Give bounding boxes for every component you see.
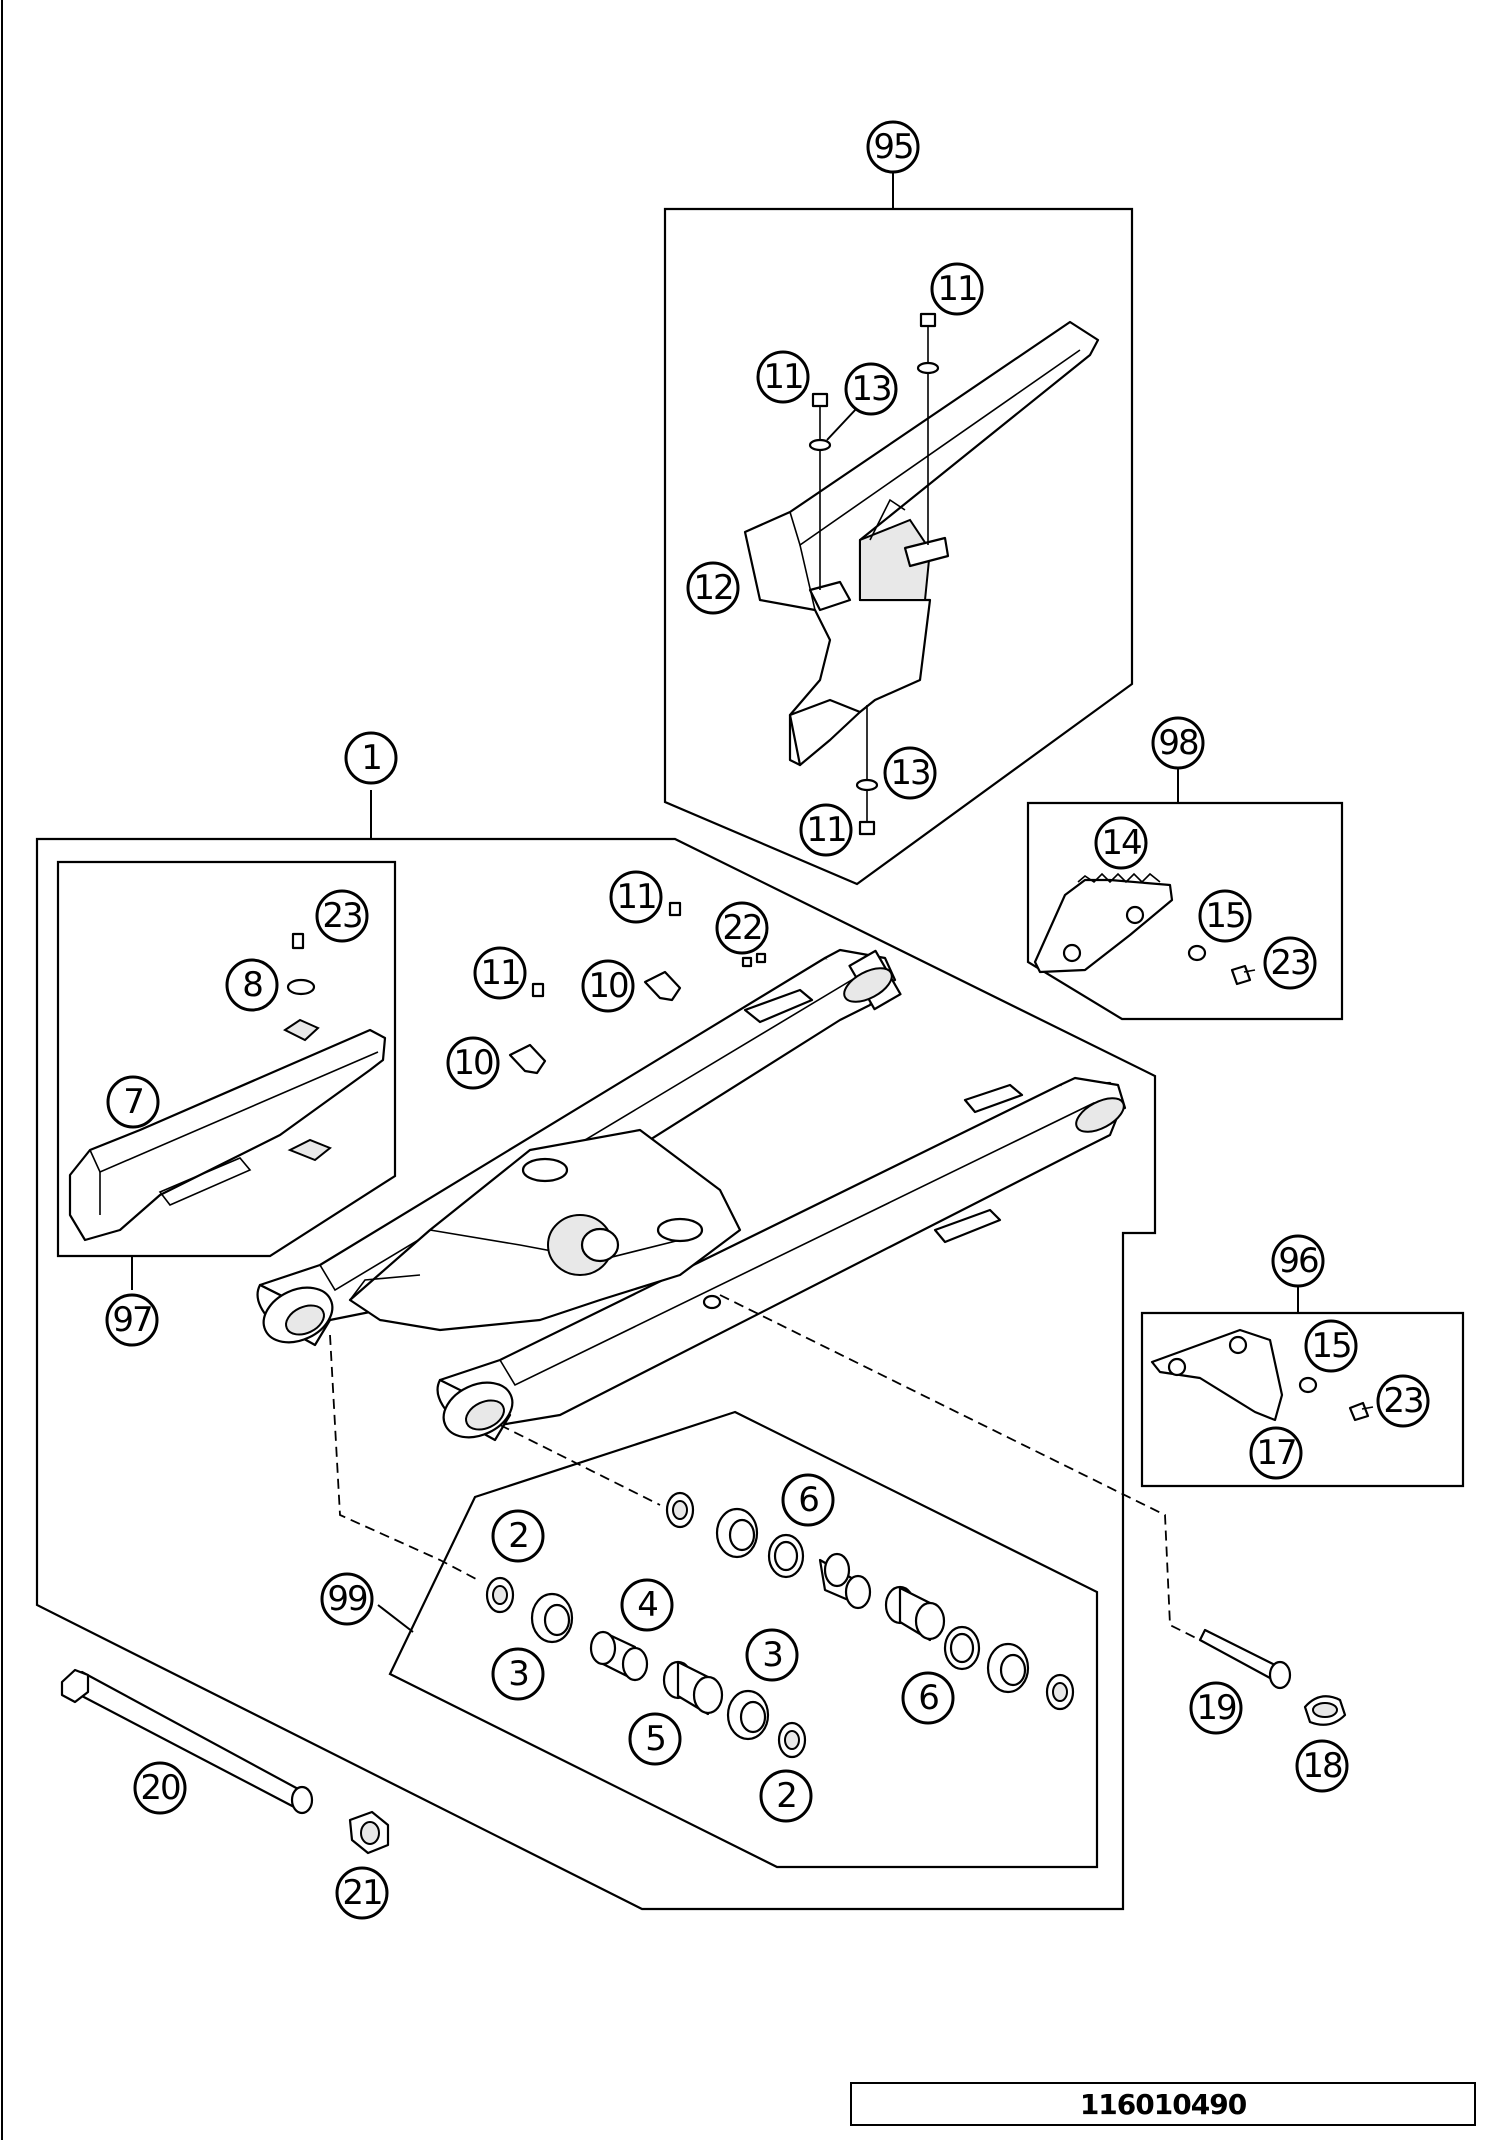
svg-text:23: 23 (1383, 1381, 1422, 1421)
callout-12: 12 (686, 561, 740, 615)
callout-6-a: 6 (781, 1473, 835, 1527)
svg-text:97: 97 (112, 1300, 151, 1340)
svg-text:98: 98 (1158, 723, 1198, 763)
svg-text:11: 11 (806, 810, 845, 850)
swingarm-hardware (508, 901, 767, 1075)
svg-text:11: 11 (480, 953, 519, 993)
callout-13-b: 13 (883, 746, 937, 800)
callout-5: 5 (628, 1712, 682, 1766)
group-99-bearing-kit (329, 1294, 1201, 1869)
callout-7: 7 (106, 1075, 160, 1129)
svg-text:96: 96 (1278, 1241, 1318, 1281)
callout-14: 14 (1094, 816, 1148, 870)
callout-6-b: 6 (901, 1671, 955, 1725)
rear-bolt-and-cap (1198, 1628, 1347, 1726)
callout-11-a: 11 (930, 262, 984, 316)
document-number: 116010490 (1079, 2087, 1247, 2121)
svg-text:13: 13 (890, 753, 929, 793)
group-96-guard-plate (1140, 1280, 1465, 1488)
document-number-box: 116010490 (850, 2082, 1476, 2126)
callout-98: 98 (1151, 716, 1205, 770)
svg-text:23: 23 (1270, 943, 1309, 983)
group-1-swingarm-frame (35, 790, 1157, 1911)
svg-text:11: 11 (937, 269, 976, 309)
callout-23-a: 23 (1263, 936, 1317, 990)
swingarm-body (256, 948, 1127, 1442)
svg-text:21: 21 (342, 1873, 381, 1913)
callout-96: 96 (1271, 1234, 1325, 1288)
svg-text:5: 5 (645, 1719, 665, 1759)
pivot-axle (60, 1668, 390, 1855)
svg-text:10: 10 (453, 1043, 493, 1083)
svg-text:18: 18 (1302, 1746, 1342, 1786)
callout-17: 17 (1249, 1426, 1303, 1480)
callout-18: 18 (1295, 1739, 1349, 1793)
svg-text:20: 20 (140, 1768, 180, 1808)
svg-text:6: 6 (798, 1480, 818, 1520)
callouts: 95 11 11 13 12 13 11 1 98 14 15 23 23 8 … (105, 120, 1430, 1920)
callout-19: 19 (1189, 1681, 1243, 1735)
svg-text:2: 2 (508, 1516, 528, 1556)
callout-13-a: 13 (844, 362, 898, 416)
callout-3-a: 3 (491, 1647, 545, 1701)
callout-95: 95 (866, 120, 920, 174)
callout-15-b: 15 (1304, 1319, 1358, 1373)
svg-text:11: 11 (763, 357, 802, 397)
svg-text:95: 95 (873, 127, 912, 167)
callout-21: 21 (335, 1866, 389, 1920)
callout-99: 99 (320, 1572, 374, 1626)
callout-4: 4 (620, 1578, 674, 1632)
callout-22: 22 (715, 901, 769, 955)
svg-text:12: 12 (693, 568, 732, 608)
callout-20: 20 (133, 1761, 187, 1815)
callout-11-c: 11 (799, 803, 853, 857)
svg-text:22: 22 (722, 908, 761, 948)
svg-text:3: 3 (762, 1635, 782, 1675)
callout-23-b: 23 (315, 889, 369, 943)
callout-8: 8 (225, 958, 279, 1012)
svg-text:6: 6 (918, 1678, 938, 1718)
callout-11-d: 11 (609, 870, 663, 924)
svg-text:4: 4 (637, 1585, 657, 1625)
callout-2-a: 2 (491, 1509, 545, 1563)
svg-text:13: 13 (851, 369, 890, 409)
callout-10-b: 10 (446, 1036, 500, 1090)
callout-10-a: 10 (581, 959, 635, 1013)
callout-3-b: 3 (745, 1628, 799, 1682)
svg-text:17: 17 (1256, 1433, 1295, 1473)
svg-text:2: 2 (776, 1776, 796, 1816)
callout-2-b: 2 (759, 1769, 813, 1823)
svg-text:15: 15 (1311, 1326, 1350, 1366)
group-95-chain-guide (663, 170, 1134, 886)
bearing-components (485, 1491, 1075, 1759)
callout-11-b: 11 (756, 350, 810, 404)
svg-text:8: 8 (242, 965, 262, 1005)
callout-11-e: 11 (473, 946, 527, 1000)
svg-text:14: 14 (1101, 823, 1141, 863)
callout-97: 97 (105, 1293, 159, 1347)
svg-text:10: 10 (588, 966, 628, 1006)
svg-text:23: 23 (322, 896, 361, 936)
svg-text:3: 3 (508, 1654, 528, 1694)
callout-23-c: 23 (1376, 1374, 1430, 1428)
svg-text:1: 1 (361, 738, 381, 778)
svg-text:19: 19 (1196, 1688, 1236, 1728)
group-97-chain-slider (56, 860, 397, 1290)
svg-text:11: 11 (616, 877, 655, 917)
callout-15-a: 15 (1198, 889, 1252, 943)
svg-text:15: 15 (1205, 896, 1244, 936)
group-98-sprocket-guard (1026, 765, 1344, 1021)
callout-1: 1 (344, 731, 398, 785)
svg-text:7: 7 (123, 1082, 143, 1122)
svg-text:99: 99 (327, 1579, 367, 1619)
